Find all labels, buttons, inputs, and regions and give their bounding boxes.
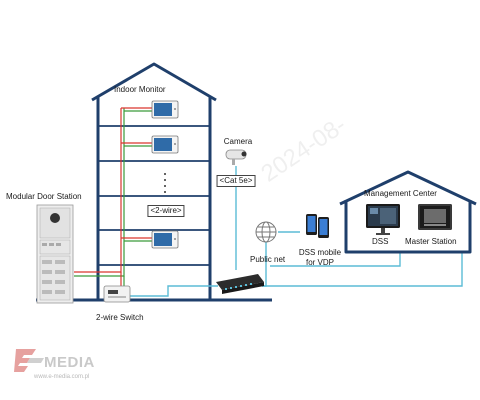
- camera-label: Camera: [223, 137, 253, 146]
- modular-door-station: [36, 204, 74, 304]
- dss-monitor: [366, 204, 400, 235]
- two-wire-cabling: [74, 107, 152, 288]
- dss-label: DSS: [372, 237, 389, 246]
- wire-green-riser: [74, 108, 125, 277]
- building-outline: [96, 96, 212, 300]
- dss-mobile-label: DSS mobile: [298, 248, 342, 257]
- two-wire-switch-label: 2-wire Switch: [96, 313, 144, 322]
- e-media-logo: MEDIA: [14, 349, 95, 372]
- for-vdp-label: for VDP: [305, 258, 335, 267]
- indoor-monitor-2: [151, 135, 179, 154]
- two-wire-switch: [103, 285, 131, 303]
- svg-text:MEDIA: MEDIA: [44, 354, 95, 371]
- cable-management: [262, 252, 463, 287]
- cat5e-label: <Cat 5e>: [216, 175, 256, 187]
- indoor-monitor-3: [151, 230, 179, 249]
- public-net-label: Public net: [250, 255, 286, 264]
- website-label: www.e-media.com.pl: [34, 374, 90, 380]
- indoor-monitor-label: Indoor Monitor: [114, 85, 166, 94]
- mobile-phones: [306, 214, 329, 238]
- poe-switch: [216, 274, 264, 294]
- building: [36, 62, 272, 302]
- network-cabling: [130, 166, 463, 297]
- ellipsis-dots: [164, 173, 166, 193]
- cable-management-2: [270, 252, 401, 267]
- management-center-house: [339, 170, 477, 254]
- master-station-label: Master Station: [405, 237, 457, 246]
- two-wire-label: <2-wire>: [147, 205, 185, 217]
- management-center-label: Management Center: [364, 189, 437, 198]
- modular-door-station-label: Modular Door Station: [6, 192, 82, 201]
- cable-switch-to-poe: [130, 285, 218, 297]
- indoor-monitor-1: [151, 100, 179, 119]
- building-roof: [91, 62, 217, 102]
- globe-icon: [255, 221, 277, 243]
- master-station: [418, 204, 452, 230]
- camera: [225, 149, 247, 165]
- wire-red-riser: [74, 108, 122, 273]
